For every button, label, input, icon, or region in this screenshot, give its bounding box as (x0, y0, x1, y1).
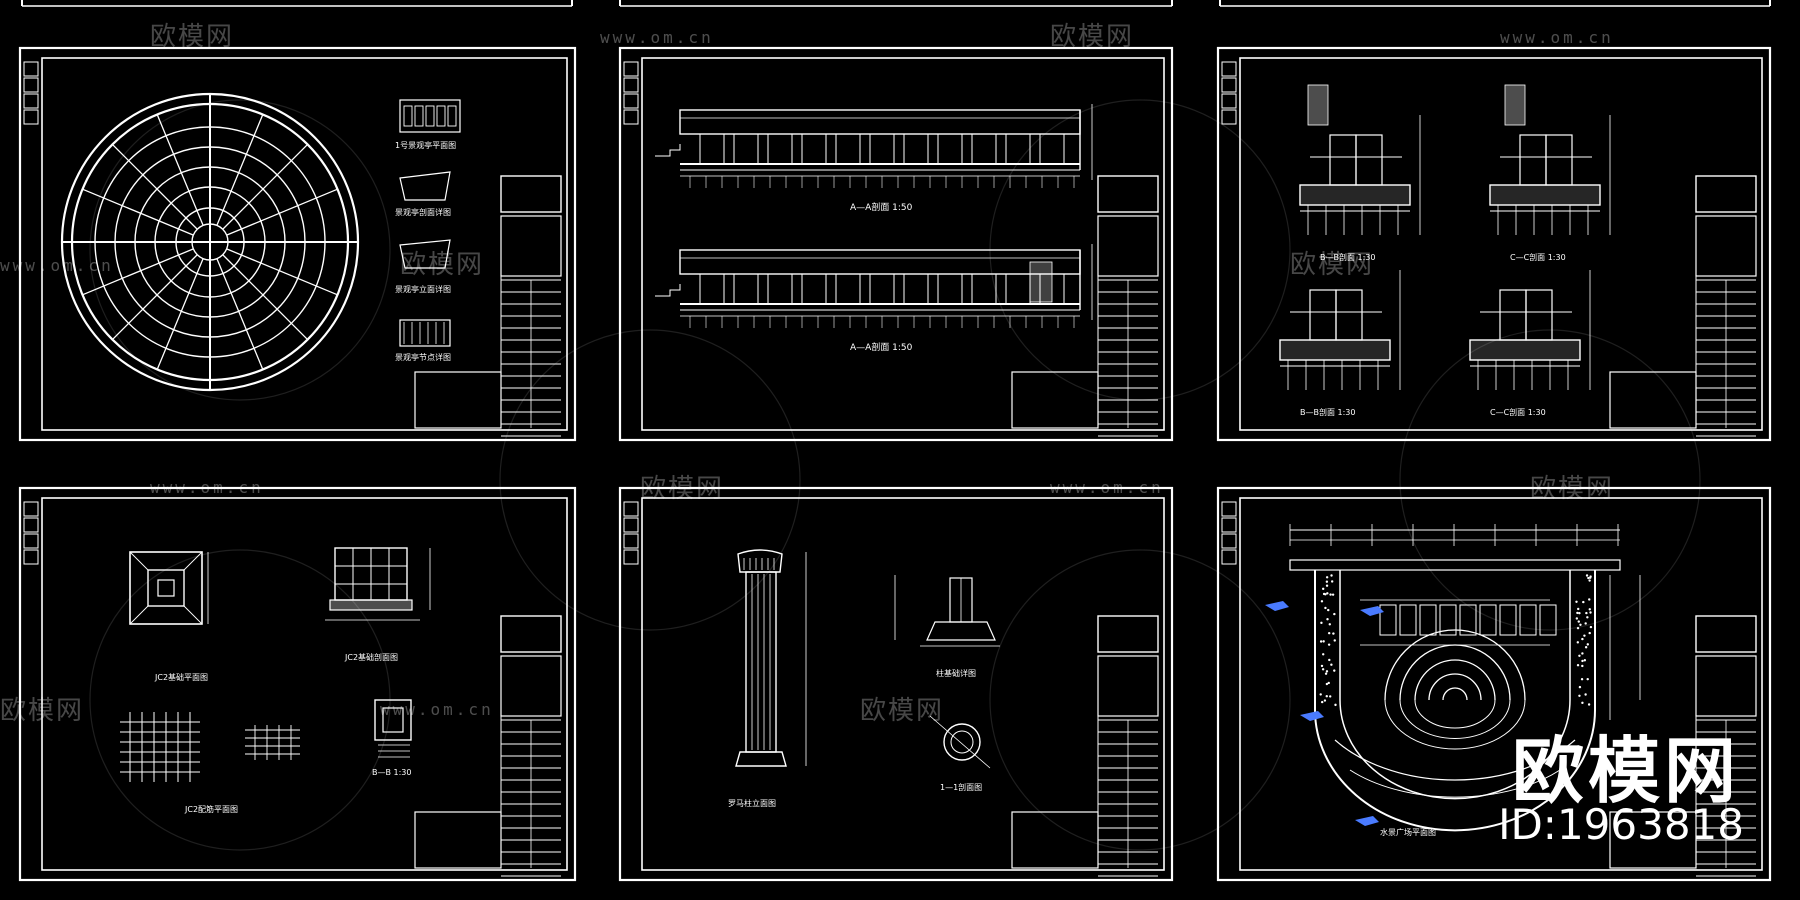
watermark-url: www.om.cn (1500, 28, 1614, 47)
drawing-label: JC2基础剖面图 (344, 652, 398, 662)
watermark-circle (990, 550, 1290, 850)
watermark-url: www.om.cn (150, 478, 264, 497)
watermark-url: www.om.cn (1050, 478, 1164, 497)
watermark-brand: 欧模网 (860, 690, 944, 727)
drawing-sheet-1 (20, 48, 575, 440)
drawing-sheet-4 (20, 488, 575, 880)
drawing-label: 1号景观亭平面图 (395, 140, 456, 150)
sheet4-foundation: JC2基础平面图 JC2基础剖面图 JC2配筋平面图 B—B 1:30 (120, 548, 430, 814)
column-base (736, 752, 786, 766)
drawing-label: 景观亭剖面详图 (395, 207, 451, 217)
drawing-label: A—A剖面 1:50 (850, 201, 913, 213)
drawing-label: A—A剖面 1:50 (850, 341, 913, 353)
sheet2-sections: A—A剖面 1:50A—A剖面 1:50 (655, 104, 1092, 353)
drawing-label: C—C剖面 1:30 (1510, 252, 1566, 262)
drawing-label: 水景广场平面图 (1380, 827, 1436, 837)
watermark-brand: 欧模网 (640, 468, 724, 505)
drawing-label: B—B 1:30 (372, 768, 411, 777)
watermark-brand: 欧模网 (150, 16, 234, 53)
watermark-url: www.om.cn (600, 28, 714, 47)
drawing-label: B—B剖面 1:30 (1300, 407, 1355, 417)
watermark-brand: 欧模网 (0, 690, 84, 727)
watermark-circle (90, 550, 390, 850)
watermark-url: www.om.cn (380, 700, 494, 719)
watermark-brand: 欧模网 (400, 244, 484, 281)
watermark-brand: 欧模网 (1050, 16, 1134, 53)
drawing-label: C—C剖面 1:30 (1490, 407, 1546, 417)
drawing-label: JC2配筋平面图 (184, 804, 238, 814)
drawing-sheet-2 (620, 48, 1172, 440)
watermark-url: www.om.cn (0, 256, 114, 275)
drawing-sheet-5 (620, 488, 1172, 880)
sheet5-column: 罗马柱立面图 柱基础详图 1—1剖面图 (728, 550, 1000, 808)
sheet1-details: 1号景观亭平面图景观亭剖面详图景观亭立面详图景观亭节点详图 (395, 100, 460, 362)
drawing-label: JC2基础平面图 (154, 672, 208, 682)
drawing-label: 罗马柱立面图 (728, 798, 776, 808)
annotation-mark (1300, 711, 1324, 721)
annotation-mark (1355, 816, 1379, 826)
annotation-mark (1265, 601, 1289, 611)
drawing-label: 景观亭立面详图 (395, 284, 451, 294)
drawing-label: 1—1剖面图 (940, 782, 982, 792)
brand-id-label: ID:1963818 (1498, 800, 1744, 849)
sheet1-circle-plan (62, 94, 358, 390)
drawing-label: 景观亭节点详图 (395, 352, 451, 362)
watermark-brand: 欧模网 (1530, 468, 1614, 505)
drawing-label: 柱基础详图 (936, 668, 976, 678)
column-capital (738, 550, 782, 572)
watermark-brand: 欧模网 (1290, 244, 1374, 281)
